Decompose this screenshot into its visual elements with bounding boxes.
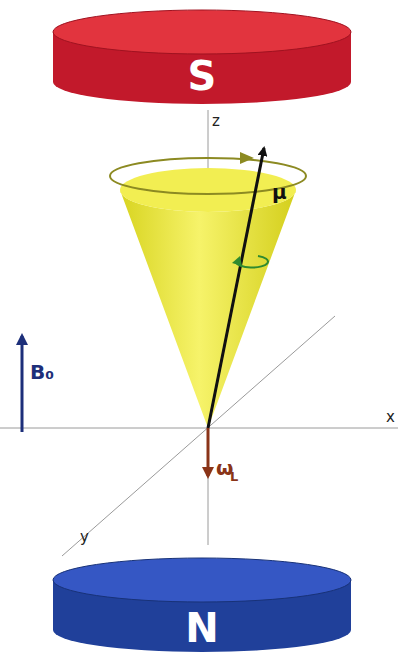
axis-label: x [386, 410, 395, 425]
south-magnet: S [52, 8, 352, 108]
vector-label: μ [272, 182, 287, 202]
field-arrow [21, 336, 24, 432]
spin-arrowhead [232, 256, 242, 266]
x-axis [0, 428, 398, 429]
field-label: B₀ [30, 362, 54, 382]
precession-cone [120, 190, 296, 428]
axis-label: y [80, 530, 89, 545]
larmor-arrow [207, 428, 210, 476]
frequency-subscript: L [230, 470, 238, 483]
moment-vector [208, 148, 264, 428]
cylinder-top [53, 558, 351, 602]
axis-label: z [212, 114, 220, 129]
magnet-pole-label: S [52, 56, 352, 96]
north-magnet: N [52, 556, 352, 656]
magnet-pole-label: N [52, 608, 352, 648]
cylinder-top [53, 10, 351, 54]
orbit-arrowhead [240, 152, 254, 164]
